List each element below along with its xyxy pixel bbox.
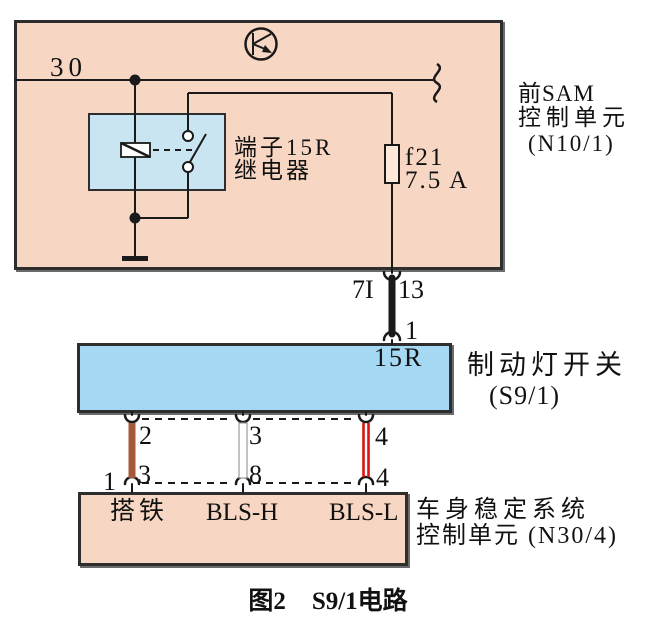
pin-label-top-3: 4 bbox=[375, 422, 388, 451]
socket-arc-icon bbox=[357, 475, 375, 486]
pin-label-bottom-2: 8 bbox=[249, 460, 262, 489]
fuse-name-label: f21 bbox=[405, 144, 445, 171]
esp-unit-name-line2: 控制单元 (N30/4) bbox=[416, 523, 618, 549]
circuit-break-icon bbox=[432, 62, 442, 104]
ground-icon bbox=[122, 256, 148, 261]
esp-terminal-bls-l: BLS-L bbox=[329, 499, 399, 526]
k-symbol-icon bbox=[244, 27, 278, 61]
brake-switch-name-line1: 制动灯开关 bbox=[467, 350, 627, 380]
esp-terminal-ground: 搭铁 bbox=[110, 498, 169, 525]
switch-terminal-15r-label: 15R bbox=[374, 343, 424, 372]
connector-7I-13 bbox=[382, 269, 402, 345]
brake-switch-name-line2: (S9/1) bbox=[489, 381, 560, 410]
figure-caption-title: S9/1电路 bbox=[311, 588, 408, 615]
fuse-rating-label: 7.5 A bbox=[405, 167, 470, 194]
sam-unit-name-line2: 控制单元 bbox=[518, 105, 630, 130]
junction-dot bbox=[129, 212, 141, 224]
pin-label-bottom-3: 4 bbox=[376, 463, 389, 492]
socket-arc-icon bbox=[382, 330, 402, 342]
socket-arc-icon bbox=[234, 413, 252, 424]
connector-right-label: 13 bbox=[398, 275, 424, 304]
fuse-icon bbox=[384, 144, 400, 184]
socket-arc-icon bbox=[123, 413, 141, 424]
esp-connector-label: 1 bbox=[103, 467, 116, 496]
socket-arc-icon bbox=[123, 475, 141, 486]
dashed-connector-rails bbox=[142, 418, 356, 484]
figure-caption-number: 图2 bbox=[248, 588, 286, 615]
connector-left-label: 7I bbox=[352, 275, 374, 304]
pin-label-top-1: 2 bbox=[139, 421, 152, 450]
esp-terminal-bls-h: BLS-H bbox=[206, 499, 279, 526]
relay-contact-icon bbox=[182, 130, 207, 173]
wire-white-bls-h bbox=[238, 422, 248, 479]
junction-dot bbox=[129, 74, 141, 86]
sam-unit-name-line3: (N10/1) bbox=[528, 131, 615, 156]
figure-caption: 图2 S9/1电路 bbox=[0, 588, 656, 615]
sam-unit-name-line1: 前SAM bbox=[518, 81, 595, 106]
relay-coil-icon bbox=[120, 141, 151, 159]
circuit-wires bbox=[15, 62, 442, 270]
socket-arc-icon bbox=[357, 413, 375, 424]
esp-unit-name-line1: 车身稳定系统 bbox=[416, 497, 590, 523]
relay-label-line2: 继电器 bbox=[234, 158, 312, 183]
relay-box bbox=[88, 113, 226, 191]
pin-label-bottom-1: 3 bbox=[138, 460, 151, 489]
esp-control-unit-box bbox=[78, 492, 408, 566]
brake-light-switch-box bbox=[77, 343, 452, 413]
wire-red-bls-l bbox=[362, 423, 370, 477]
terminal-30-label: 30 bbox=[50, 52, 87, 82]
pin-label-top-2: 3 bbox=[249, 421, 262, 450]
relay-label-line1: 端子15R bbox=[234, 135, 334, 160]
connector-pin1-label: 1 bbox=[405, 316, 418, 345]
